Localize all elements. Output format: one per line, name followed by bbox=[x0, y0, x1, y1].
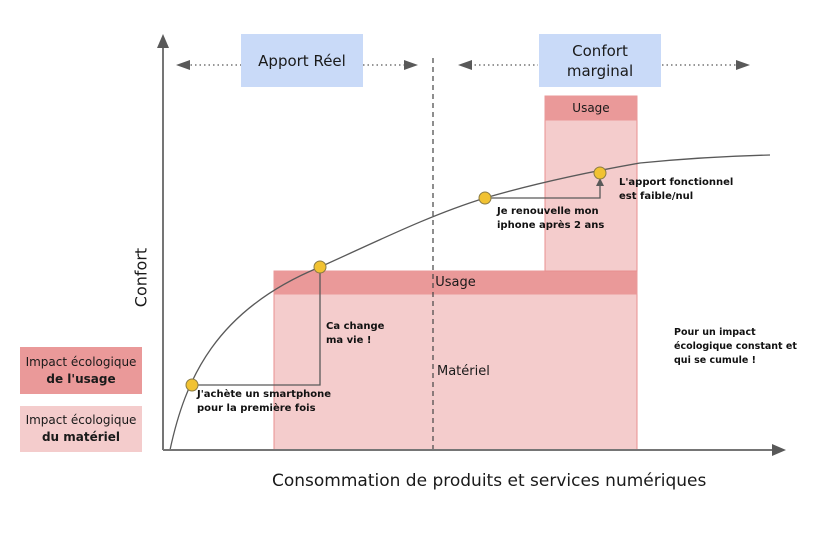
x-axis-label: Consommation de produits et services num… bbox=[272, 471, 707, 491]
legend-usage-line2: de l'usage bbox=[46, 371, 116, 386]
annotation-life-change: Ca change ma vie ! bbox=[326, 321, 385, 346]
annotation-renewal: Je renouvelle mon iphone après 2 ans bbox=[497, 206, 605, 231]
usage-small-label: Usage bbox=[572, 101, 610, 115]
connector-first-purchase bbox=[192, 267, 321, 386]
legend-materiel-line1: Impact écologique bbox=[25, 413, 137, 427]
zone-apport-reel-label: Apport Réel bbox=[258, 51, 346, 70]
legend-materiel: Impact écologique du matériel bbox=[20, 406, 142, 452]
y-axis-label: Confort bbox=[131, 247, 151, 308]
x-axis-arrow-icon bbox=[772, 444, 786, 456]
comfort-curve bbox=[169, 154, 771, 451]
usage-small-label-box: Usage bbox=[545, 96, 637, 120]
connector-renewal bbox=[485, 178, 604, 199]
point-first-purchase bbox=[185, 378, 199, 392]
point-renewal bbox=[478, 191, 492, 205]
point-low-gain bbox=[593, 166, 607, 180]
arrow-left-icon bbox=[458, 60, 472, 70]
usage-main-label-box: Usage bbox=[274, 271, 637, 294]
y-axis-arrow-icon bbox=[157, 34, 169, 48]
zone-confort-marginal-line1: Confort bbox=[572, 41, 628, 60]
legend-usage-line1: Impact écologique bbox=[25, 354, 137, 369]
legend-materiel-line2: du matériel bbox=[41, 430, 121, 444]
annotation-first-purchase: J'achète un smartphone pour la première … bbox=[197, 389, 332, 414]
usage-main-label: Usage bbox=[435, 275, 476, 290]
arrow-right-icon bbox=[736, 60, 750, 70]
materiel-block bbox=[273, 292, 638, 451]
annotation-cumulative: Pour un impact écologique constant et qu… bbox=[674, 327, 797, 366]
usage-bar bbox=[273, 270, 638, 295]
usage-bar-renewal bbox=[544, 95, 638, 121]
zone-confort-marginal: Confort marginal bbox=[539, 34, 661, 87]
annotation-low-gain: L'apport fonctionnel est faible/nul bbox=[619, 177, 734, 202]
point-life-change bbox=[313, 260, 327, 274]
arrow-right-icon bbox=[404, 60, 418, 70]
materiel-main-label: Matériel bbox=[437, 364, 490, 379]
zone-confort-marginal-line2: marginal bbox=[566, 61, 634, 80]
legend-usage: Impact écologique de l'usage bbox=[20, 347, 142, 394]
zone-apport-reel: Apport Réel bbox=[241, 34, 363, 87]
arrow-left-icon bbox=[176, 60, 190, 70]
